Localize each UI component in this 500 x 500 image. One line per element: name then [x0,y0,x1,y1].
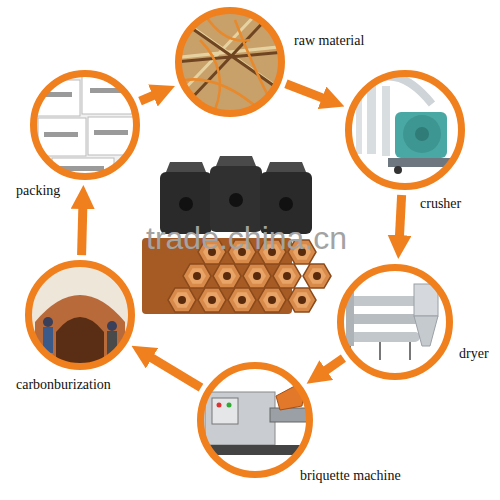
carbonization-kiln-photo [56,317,104,370]
raw-material-photo [175,15,285,100]
label-anchor: trade.china.cn [146,220,347,256]
briquette-machine-photo [205,392,275,445]
flow-arrow [324,358,343,371]
watermark: trade.china.cn [146,220,347,256]
briquette-stack [213,264,241,288]
packing-photo [30,70,140,180]
crusher-photo [415,127,429,141]
dryer-photo [335,262,455,382]
flow-arrow [82,207,83,255]
step-label: crusher [418,196,463,212]
crusher-photo [370,76,432,104]
dryer-photo [335,262,455,382]
dryer-photo [346,296,420,306]
briquette-machine-photo [217,403,222,408]
step-label: carbonburization [14,377,113,393]
raw-material-photo [185,15,270,110]
crusher-photo [395,112,447,158]
briquette-stack [258,288,286,312]
briquette-machine-photo [212,398,238,424]
dryer-photo [414,316,438,346]
flow-arrow [286,84,324,99]
packing-photo [34,80,80,116]
briquette-stack [228,288,256,312]
dryer-photo [350,342,410,360]
packing-photo [88,117,136,155]
briquette-machine-photo [195,360,315,480]
dryer-photo [346,292,354,346]
charcoal-briquettes [279,197,293,211]
briquette-machine-photo [198,445,312,455]
process-circle: packing [30,70,140,180]
dryer-photo [346,314,420,324]
crusher-photo [388,158,460,167]
carbonization-kiln-photo [107,321,117,331]
briquette-stack [273,264,301,288]
crusher-photo [340,65,470,195]
carbonization-kiln-photo [107,331,117,355]
carbonization-kiln-photo [25,260,135,370]
process-circle: raw material [175,7,285,117]
crusher-photo [367,80,376,154]
carbonization-kiln-photo [25,260,135,370]
briquette-stack [243,264,271,288]
packing-photo [40,92,72,97]
flow-arrow [140,95,155,102]
process-circle: crusher [345,70,465,190]
step-label: packing [14,183,62,199]
packing-photo [60,166,104,171]
briquette-stack [303,264,331,288]
carbonization-kiln-photo [43,317,53,327]
charcoal-briquettes [179,197,193,211]
briquette-machine-photo [276,380,306,410]
dryer-photo [414,284,438,316]
process-circle: dryer [337,264,453,380]
raw-material-photo [170,0,290,120]
flow-arrow [150,357,201,388]
charcoal-briquettes [229,193,243,207]
packing-photo [94,130,128,135]
packing-photo [44,132,78,137]
crusher-photo [382,86,390,156]
briquette-machine-photo [270,408,312,422]
crusher-photo [446,166,454,174]
raw-material-photo [170,0,290,120]
charcoal-briquettes [166,156,306,172]
crusher-photo [403,115,441,153]
process-circle: carbonburization [25,260,135,370]
packing-photo [82,74,132,114]
briquette-machine-photo [227,403,232,408]
step-label: briquette machine [298,468,403,484]
carbonization-kiln-photo [35,295,125,370]
briquette-stack [183,264,211,288]
packing-photo [38,118,86,156]
packing-photo [30,70,140,180]
briquette-stack [288,288,316,312]
carbonization-kiln-photo [43,327,53,353]
step-label: raw material [292,33,366,49]
dryer-photo [346,332,420,342]
briquette-stack [198,288,226,312]
step-label: dryer [457,346,491,362]
process-circle: briquette machine [197,362,313,478]
crusher-photo [340,65,470,195]
crusher-photo [356,88,362,154]
packing-photo [90,88,124,93]
crusher-photo [394,166,402,174]
briquette-machine-photo [195,360,315,480]
flow-arrow [399,195,401,238]
briquette-stack [168,288,196,312]
